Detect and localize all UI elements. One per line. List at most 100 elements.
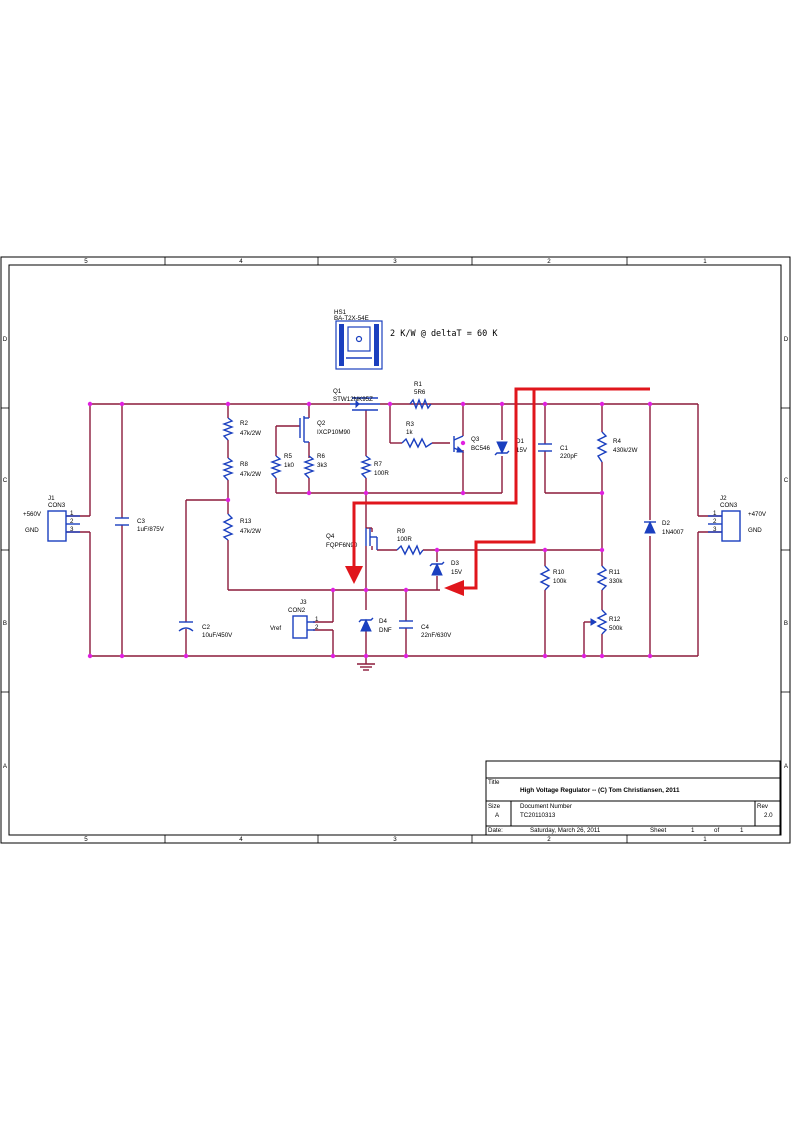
document-number-label: Document Number [520, 803, 572, 810]
zone-left-b: B [3, 620, 7, 627]
j1-pin1: 1 [70, 510, 74, 517]
zone-top-5: 5 [84, 258, 88, 265]
zone-left-c: C [3, 477, 8, 484]
connector-j1: J1 CON3 +560V GND 1 2 3 [23, 495, 80, 542]
d2-ref: D2 [662, 520, 670, 527]
j3-ref: J3 [300, 599, 307, 606]
r5-value: 1k0 [284, 462, 295, 469]
zone-left-a: A [3, 763, 8, 770]
zone-bottom-1: 1 [703, 836, 707, 843]
r2-ref: R2 [240, 420, 248, 427]
r3-value: 1k [406, 429, 413, 436]
r1-value: 5R6 [414, 389, 426, 396]
j3-net: Vref [270, 625, 281, 632]
capacitor-c2: C2 10uF/450V [178, 621, 233, 639]
resistor-r10: R10 100k [539, 565, 567, 591]
r3-ref: R3 [406, 421, 414, 428]
c2-value: 10uF/450V [202, 632, 233, 639]
r13-value: 47k/2W [240, 528, 261, 535]
title-label: Title [488, 779, 500, 786]
zone-bottom-4: 4 [239, 836, 243, 843]
r1-ref: R1 [414, 381, 422, 388]
zener-d3: D3 15V [429, 560, 463, 576]
q1-value: STW12NK95Z [333, 396, 373, 403]
hs1-value: BA-T2X-54E [334, 315, 369, 322]
zone-right-d: D [784, 336, 789, 343]
size-value: A [495, 812, 500, 819]
zone-top-2: 2 [547, 258, 551, 265]
zone-bottom-3: 3 [393, 836, 397, 843]
r9-ref: R9 [397, 528, 405, 535]
sheet-label: Sheet [650, 827, 666, 834]
resistor-r4: R4 430k/2W [596, 431, 638, 463]
resistor-r8: R8 47k/2W [222, 457, 261, 481]
r11-ref: R11 [609, 569, 620, 576]
heatsink-hs1: HS1 BA-T2X-54E 2 K/W @ deltaT = 60 K [334, 309, 498, 370]
capacitor-c3: C3 1uF/875V [115, 517, 165, 533]
j1-pin2: 2 [70, 518, 74, 525]
q2-value: IXCP10M90 [317, 429, 351, 436]
r7-ref: R7 [374, 461, 382, 468]
r9-value: 100R [397, 536, 412, 543]
c1-ref: C1 [560, 445, 568, 452]
j3-pin1: 1 [315, 616, 319, 623]
j1-net-top: +560V [23, 511, 42, 518]
resistor-r3: R3 1k [401, 421, 433, 449]
zone-right-a: A [784, 763, 789, 770]
zener-d1: D1 15V [494, 438, 528, 456]
d2-value: 1N4007 [662, 529, 684, 536]
zener-d4: D4 DNF [358, 617, 392, 634]
schematic-title: High Voltage Regulator -- (C) Tom Christ… [520, 787, 680, 794]
j1-ref: J1 [48, 495, 55, 502]
j1-net-bottom: GND [25, 527, 39, 534]
r10-ref: R10 [553, 569, 565, 576]
date-value: Saturday, March 26, 2011 [530, 827, 601, 834]
drawing-frame [0, 256, 791, 844]
d1-value: 15V [516, 447, 528, 454]
resistor-r2: R2 47k/2W [222, 417, 261, 441]
mosfet-q4: Q4 FQPF6N90 [326, 528, 378, 550]
d3-ref: D3 [451, 560, 459, 567]
c1-value: 220pF [560, 453, 578, 460]
q4-ref: Q4 [326, 533, 335, 540]
mosfet-q2: Q2 IXCP10M90 [299, 416, 351, 443]
connector-j2: J2 CON3 +470V GND 1 2 3 [708, 495, 767, 542]
connector-j3: J3 CON2 Vref 1 2 [270, 599, 319, 639]
capacitor-c1: C1 220pF [538, 443, 578, 460]
j1-pin3: 3 [70, 526, 74, 533]
j2-value: CON3 [720, 502, 738, 509]
j2-net-top: +470V [748, 511, 767, 518]
c4-ref: C4 [421, 624, 429, 631]
j3-pin2: 2 [315, 624, 319, 631]
resistor-r1: R1 5R6 [409, 381, 432, 410]
zone-bottom-5: 5 [84, 836, 88, 843]
r12-value: 500k [609, 625, 623, 632]
size-label: Size [488, 803, 501, 810]
r4-ref: R4 [613, 438, 621, 445]
sheet-number: 1 [691, 827, 695, 834]
r5-ref: R5 [284, 453, 292, 460]
zone-right-c: C [784, 477, 789, 484]
zone-top-3: 3 [393, 258, 397, 265]
resistor-r7: R7 100R [360, 455, 389, 479]
zone-bottom-2: 2 [547, 836, 551, 843]
r6-value: 3k3 [317, 462, 328, 469]
ground-icon [357, 663, 375, 671]
hs1-ref: HS1 [334, 309, 347, 316]
r8-value: 47k/2W [240, 471, 261, 478]
c3-value: 1uF/875V [137, 526, 165, 533]
j1-value: CON3 [48, 502, 66, 509]
c4-value: 22nF/630V [421, 632, 452, 639]
j2-pin1: 1 [713, 510, 717, 517]
title-block: Title High Voltage Regulator -- (C) Tom … [485, 760, 781, 836]
r2-value: 47k/2W [240, 430, 261, 437]
q3-ref: Q3 [471, 436, 480, 443]
r6-ref: R6 [317, 453, 325, 460]
j3-value: CON2 [288, 607, 306, 614]
bjt-q3: Q3 BC546 [453, 435, 490, 453]
document-number: TC20110313 [520, 812, 556, 819]
j2-pin2: 2 [713, 518, 717, 525]
zone-right-b: B [784, 620, 788, 627]
hs1-thermal-note: 2 K/W @ deltaT = 60 K [390, 329, 498, 339]
